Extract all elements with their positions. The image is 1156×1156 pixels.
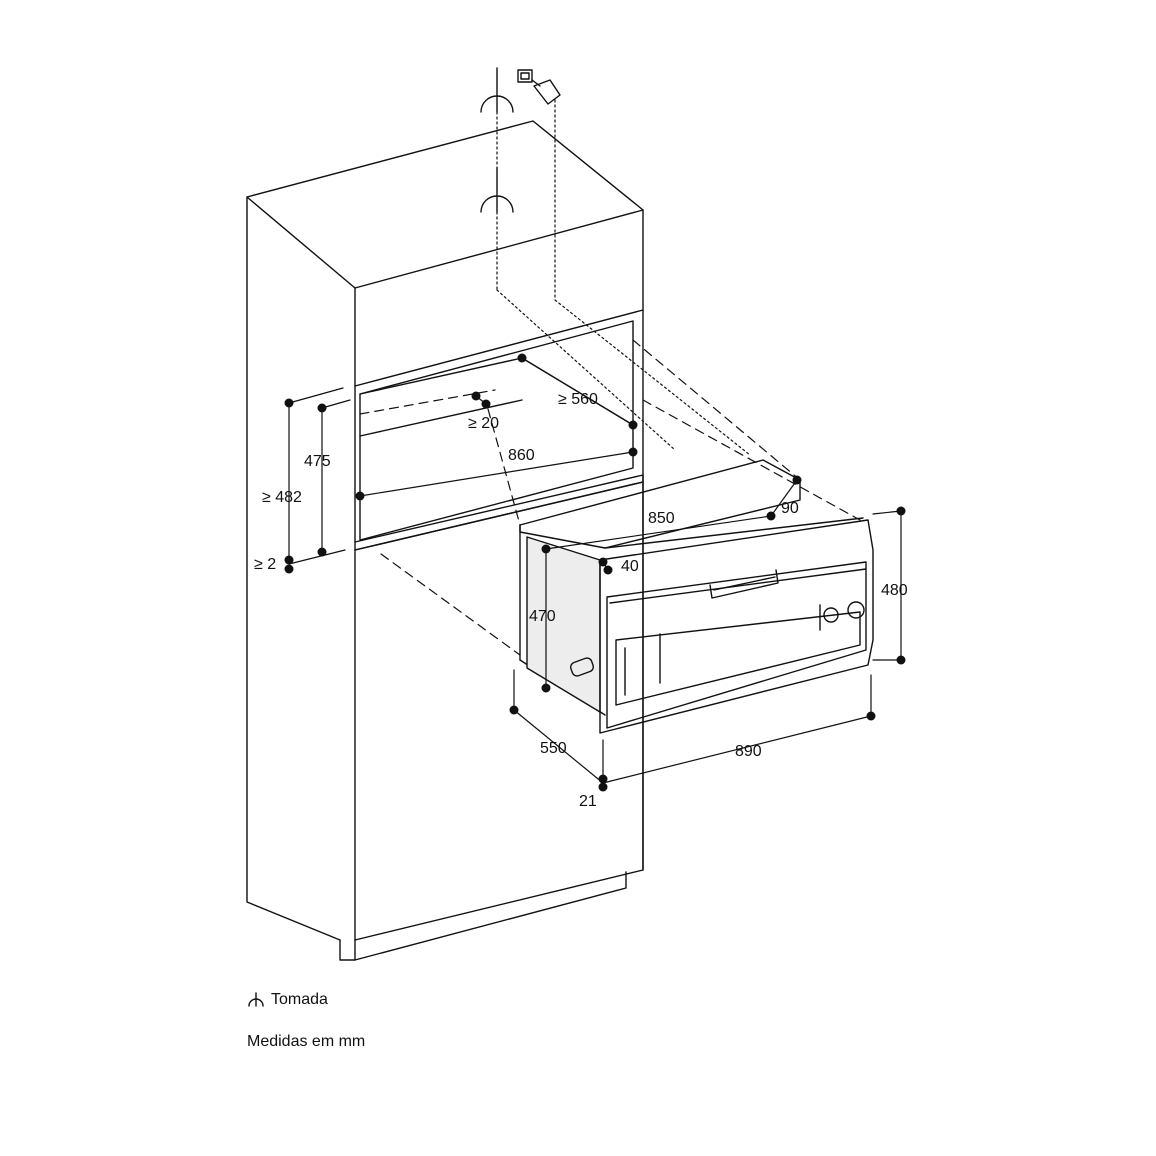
dim-shelf-gap: ≥ 2 bbox=[254, 556, 276, 573]
legend-units-note: Medidas em mm bbox=[247, 1033, 366, 1050]
dimension-lines bbox=[288, 357, 902, 784]
dim-niche-height-min: ≥ 482 bbox=[262, 489, 302, 506]
dim-niche-height: 475 bbox=[304, 453, 331, 470]
dim-niche-depth: ≥ 560 bbox=[558, 391, 598, 408]
legend-outlet: Tomada bbox=[247, 991, 328, 1009]
legend-outlet-label: Tomada bbox=[271, 991, 328, 1008]
dim-back-gap: ≥ 20 bbox=[468, 415, 499, 432]
power-outlet-symbols bbox=[480, 67, 561, 213]
power-outlet-icon bbox=[248, 992, 264, 1007]
dim-body-height: 470 bbox=[529, 608, 556, 625]
dotted-cable-routes bbox=[496, 99, 751, 456]
dim-side-offset: 90 bbox=[781, 500, 799, 517]
dim-front-offset: 40 bbox=[621, 558, 639, 575]
dim-front-thickness: 21 bbox=[579, 793, 597, 810]
dim-front-width: 890 bbox=[735, 743, 762, 760]
dim-front-height: 480 bbox=[881, 582, 908, 599]
dim-niche-width: 860 bbox=[508, 447, 535, 464]
dimension-markers bbox=[284, 353, 906, 792]
dim-appliance-body-width: 850 bbox=[648, 510, 675, 527]
dimension-labels: 860 ≥ 560 ≥ 20 475 ≥ 482 ≥ 2 850 90 40 4… bbox=[254, 391, 908, 810]
tall-cabinet bbox=[246, 120, 644, 961]
warming-drawer bbox=[519, 459, 874, 734]
dim-body-depth: 550 bbox=[540, 740, 567, 757]
